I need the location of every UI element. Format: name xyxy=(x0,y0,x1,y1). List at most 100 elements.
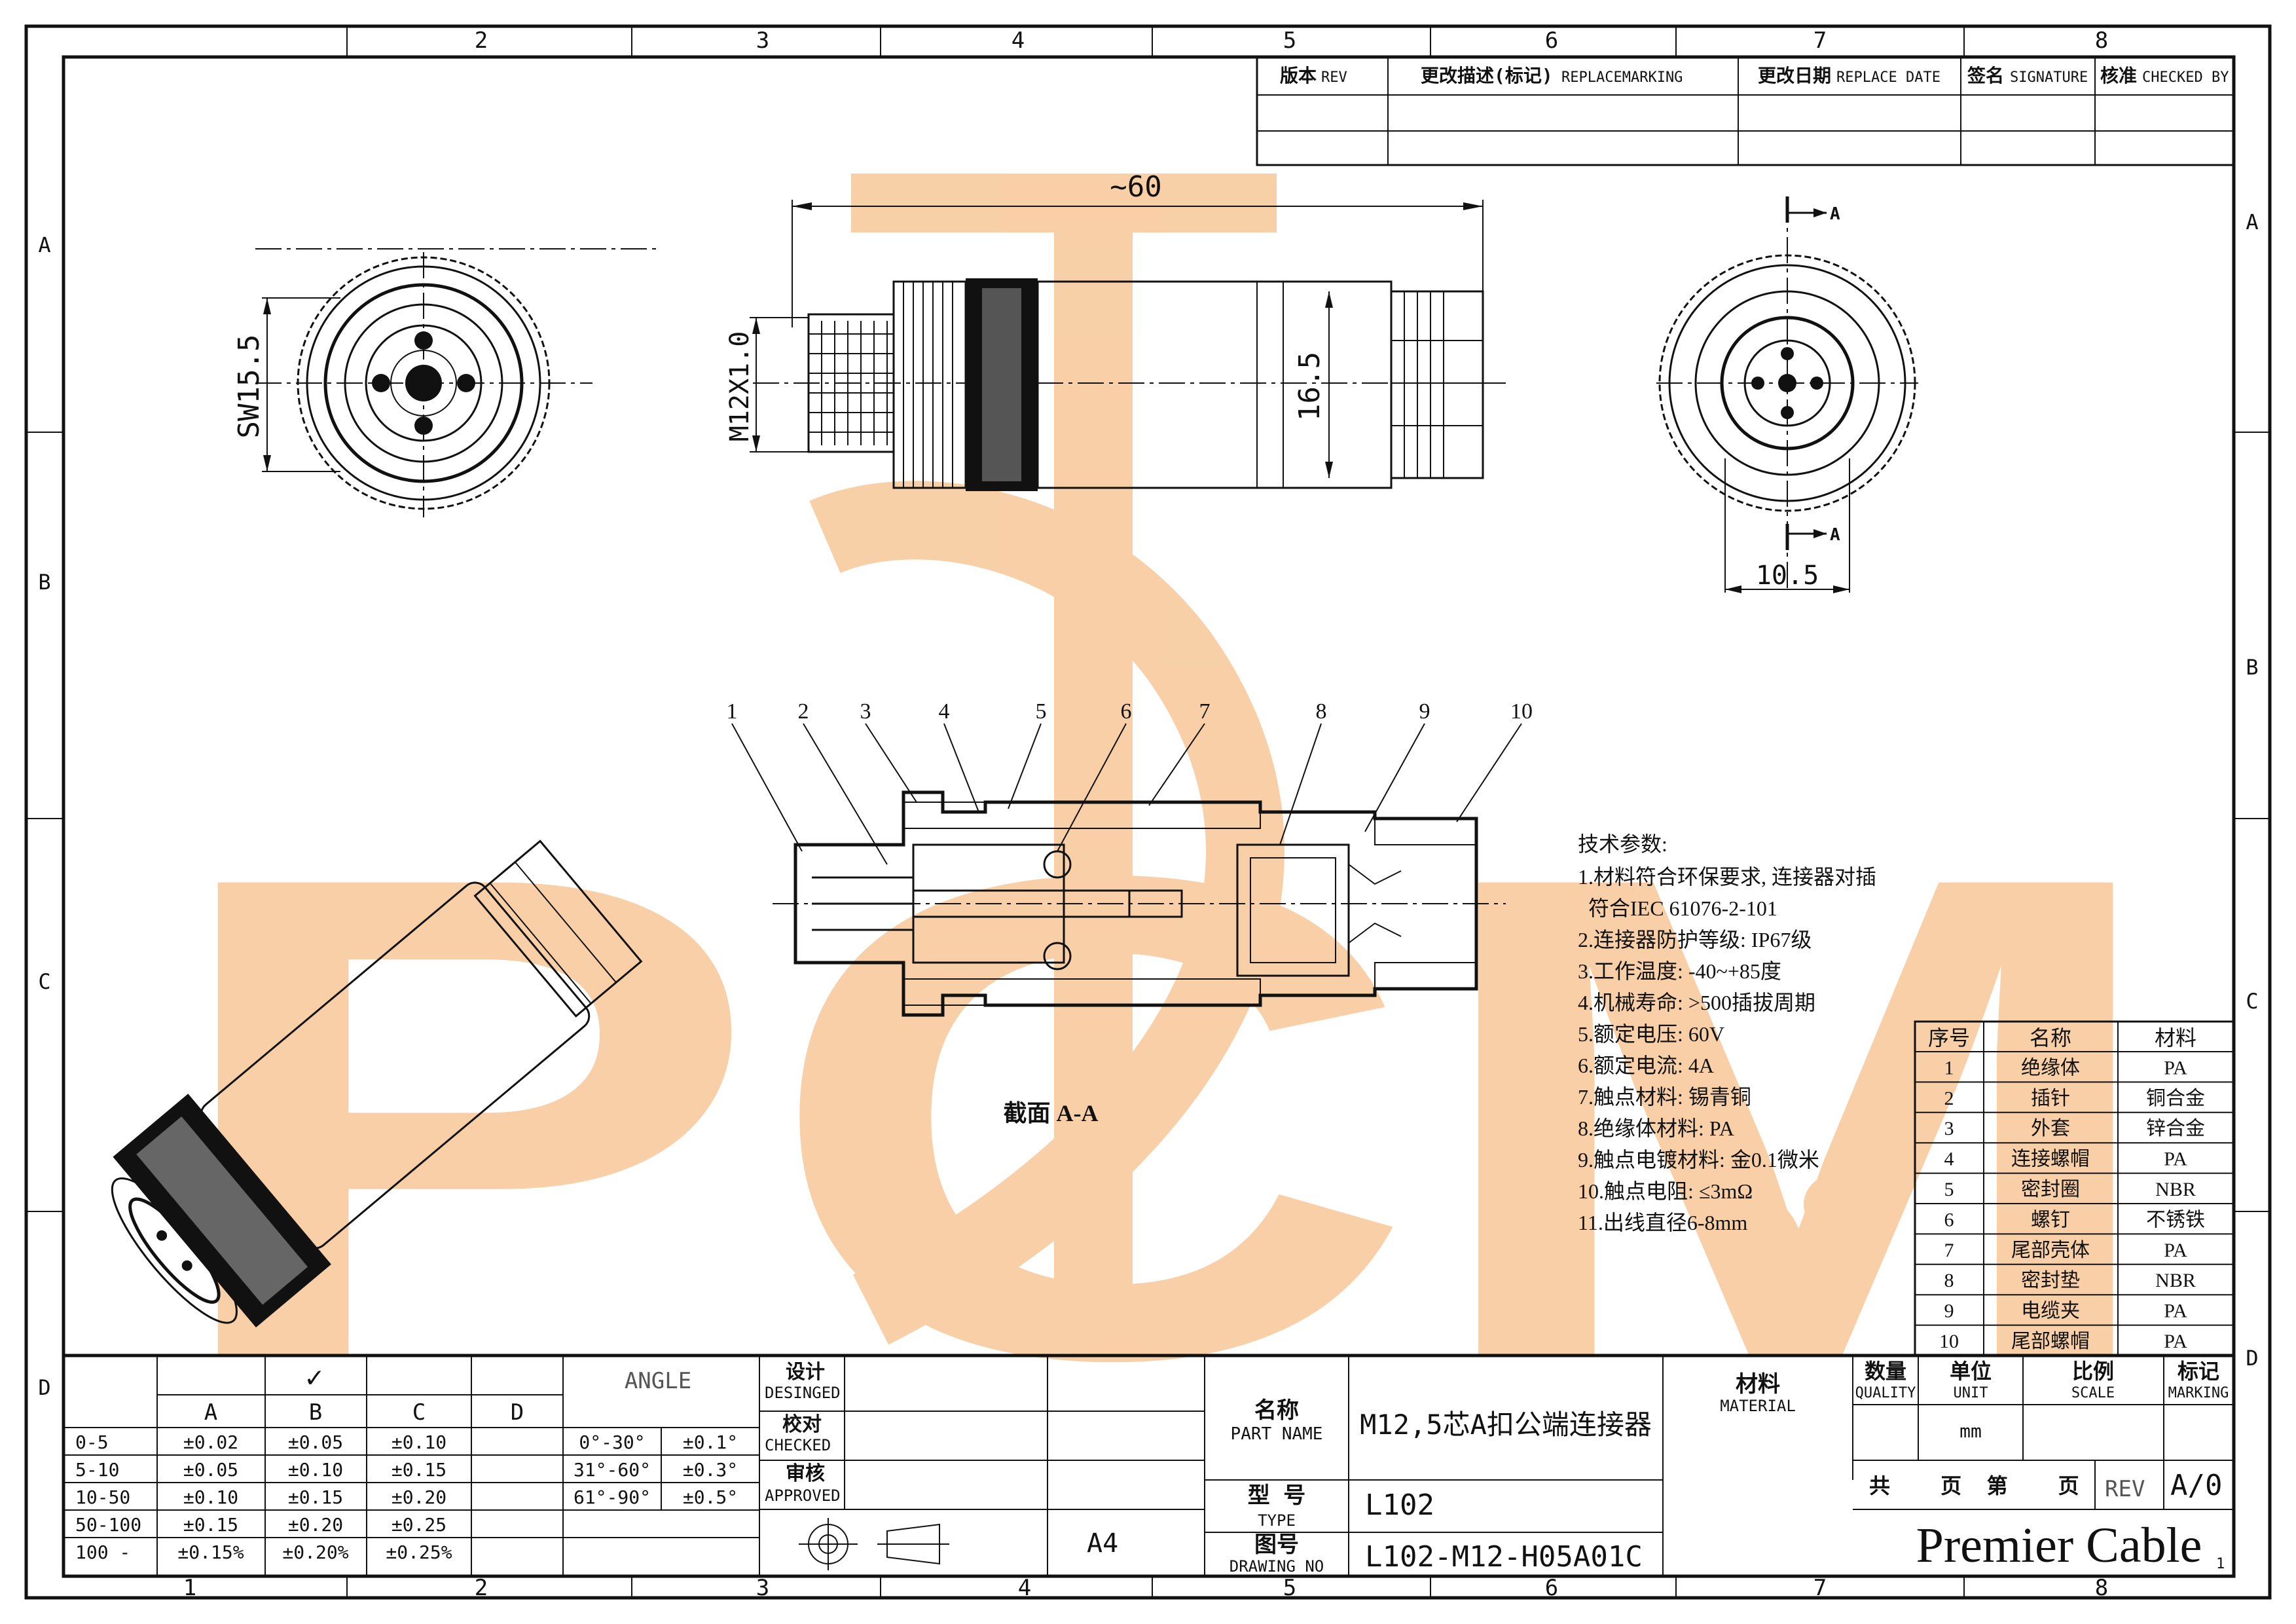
approve-label-en: APPROVED xyxy=(765,1486,841,1505)
bom-cell-name: 电缆夹 xyxy=(2021,1301,2080,1322)
row-label-left-c: C xyxy=(38,969,50,994)
callout-2: 2 xyxy=(798,699,809,724)
rear-view: A A 10.5 xyxy=(1656,196,1918,593)
qty-label-en: QUALITY xyxy=(1855,1385,1916,1401)
rev-value: A/0 xyxy=(2170,1469,2222,1502)
dim-thread: M12X1.0 xyxy=(725,331,755,442)
bom-cell-name: 螺钉 xyxy=(2031,1209,2070,1230)
tol-col-a: A xyxy=(204,1399,217,1426)
bom-cell-material: 铜合金 xyxy=(2146,1088,2205,1109)
col-label-bottom-7: 7 xyxy=(1813,1575,1827,1601)
bom-cell-material: NBR xyxy=(2155,1270,2196,1291)
rev-header-sig-cn: 签名 xyxy=(1967,65,2004,86)
callout-1: 1 xyxy=(727,699,738,724)
tol-range: 100 - xyxy=(75,1541,130,1563)
col-label-bottom-8: 8 xyxy=(2095,1575,2108,1601)
watermark-bar-top xyxy=(851,174,1277,232)
callout-3: 3 xyxy=(860,699,871,724)
tech-line-6: 5.额定电压: 60V xyxy=(1578,1022,1724,1046)
tol-c: ±0.15 xyxy=(392,1459,446,1481)
tol-c: ±0.20 xyxy=(392,1486,446,1508)
col-label-bottom-1: 1 xyxy=(183,1575,196,1601)
tol-range: 0-5 xyxy=(75,1431,109,1453)
rev-header-date-en: REPLACE DATE xyxy=(1836,69,1941,86)
bom-cell-name: 外套 xyxy=(2031,1118,2070,1139)
row-label-left-a: A xyxy=(38,232,50,257)
bom-cell-material: 不锈铁 xyxy=(2146,1209,2205,1230)
bom-cell-no: 3 xyxy=(1944,1118,1954,1139)
col-label-top-6: 6 xyxy=(1545,28,1558,54)
design-label-cn: 设计 xyxy=(786,1361,825,1384)
scale-label-cn: 比例 xyxy=(2072,1359,2114,1384)
part-name-label-cn: 名称 xyxy=(1254,1397,1299,1424)
bom-cell-material: 锌合金 xyxy=(2146,1118,2205,1139)
tol-angle-tol: ±0.1° xyxy=(683,1431,738,1453)
bom-cell-name: 尾部螺帽 xyxy=(2011,1331,2090,1352)
col-label-bottom-6: 6 xyxy=(1545,1575,1558,1601)
row-label-left-d: D xyxy=(38,1375,50,1400)
tol-b: ±0.10 xyxy=(288,1459,343,1481)
row-label-right-a: A xyxy=(2246,210,2258,234)
bom-header-no: 序号 xyxy=(1928,1026,1970,1050)
sheet-size: A4 xyxy=(1087,1528,1118,1559)
col-label-bottom-4: 4 xyxy=(1018,1575,1031,1601)
bom-cell-no: 5 xyxy=(1944,1179,1954,1200)
tol-b: ±0.15 xyxy=(288,1486,343,1508)
callout-7: 7 xyxy=(1199,699,1211,724)
type-label-en: TYPE xyxy=(1258,1511,1296,1530)
tol-a: ±0.02 xyxy=(183,1431,238,1453)
tech-line-2: 符合IEC 61076-2-101 xyxy=(1578,896,1777,920)
tol-a: ±0.15 xyxy=(183,1514,238,1536)
callout-8: 8 xyxy=(1316,699,1327,724)
bom-cell-no: 1 xyxy=(1944,1057,1954,1079)
bom-cell-material: PA xyxy=(2164,1331,2187,1352)
dim-width: 10.5 xyxy=(1756,561,1819,591)
bom-cell-name: 连接螺帽 xyxy=(2011,1149,2090,1170)
dim-length: ~60 xyxy=(1110,170,1161,204)
rev-header-check-en: CHECKED BY xyxy=(2142,69,2229,86)
callout-6: 6 xyxy=(1121,699,1132,724)
tech-line-8: 7.触点材料: 锡青铜 xyxy=(1578,1085,1751,1109)
bom-cell-name: 密封垫 xyxy=(2021,1270,2080,1291)
tol-checkmark: ✓ xyxy=(306,1361,323,1394)
type-label-cn: 型 号 xyxy=(1248,1483,1305,1509)
tol-c: ±0.10 xyxy=(392,1431,446,1453)
part-name-value: M12,5芯A扣公端连接器 xyxy=(1360,1409,1652,1441)
tol-a: ±0.10 xyxy=(183,1486,238,1508)
rev-label: REV xyxy=(2105,1476,2145,1502)
bom-cell-no: 7 xyxy=(1944,1240,1954,1261)
tol-b: ±0.05 xyxy=(288,1431,343,1453)
tol-b: ±0.20% xyxy=(282,1541,348,1563)
company-name: Premier Cable xyxy=(1916,1518,2202,1573)
col-label-bottom-5: 5 xyxy=(1283,1575,1296,1601)
border-frame: 2 3 4 5 6 7 8 1 2 3 4 5 6 7 8 A B C D A … xyxy=(24,24,2272,1601)
callout-4: 4 xyxy=(939,699,950,724)
projection-symbol-icon xyxy=(799,1518,949,1570)
rev-header-sig-en: SIGNATURE xyxy=(2010,69,2088,86)
tech-line-9: 8.绝缘体材料: PA xyxy=(1578,1116,1734,1140)
dim-diameter: 16.5 xyxy=(1293,352,1326,421)
dim-wrench: SW15.5 xyxy=(232,335,266,439)
tol-angle-tol: ±0.3° xyxy=(683,1459,738,1481)
section-mark-bottom: A xyxy=(1830,525,1840,545)
section-view xyxy=(773,790,1506,1017)
revision-table: 版本 REV 更改描述(标记) REPLACEMARKING 更改日期 REPL… xyxy=(1256,56,2235,166)
col-label-top-5: 5 xyxy=(1283,28,1296,54)
watermark-text: PCM xyxy=(157,733,2174,1502)
tech-line-10: 9.触点电镀材料: 金0.1微米 xyxy=(1578,1148,1819,1172)
tech-line-7: 6.额定电流: 4A xyxy=(1578,1054,1714,1077)
tol-c: ±0.25% xyxy=(386,1541,452,1563)
bom-cell-name: 尾部壳体 xyxy=(2011,1240,2090,1261)
bom-cell-name: 插针 xyxy=(2031,1088,2070,1109)
bom-cell-material: PA xyxy=(2164,1301,2187,1322)
tol-a: ±0.15% xyxy=(177,1541,244,1563)
unit-label-en: UNIT xyxy=(1954,1385,1988,1401)
col-label-top-2: 2 xyxy=(475,28,488,54)
iso-view xyxy=(111,840,643,1328)
side-view: ~60 M12X1.0 16.5 xyxy=(725,170,1506,491)
tol-b: ±0.20 xyxy=(288,1514,343,1536)
col-label-top-7: 7 xyxy=(1813,28,1827,54)
material-label-cn: 材料 xyxy=(1736,1371,1780,1397)
bom-cell-material: PA xyxy=(2164,1240,2187,1261)
